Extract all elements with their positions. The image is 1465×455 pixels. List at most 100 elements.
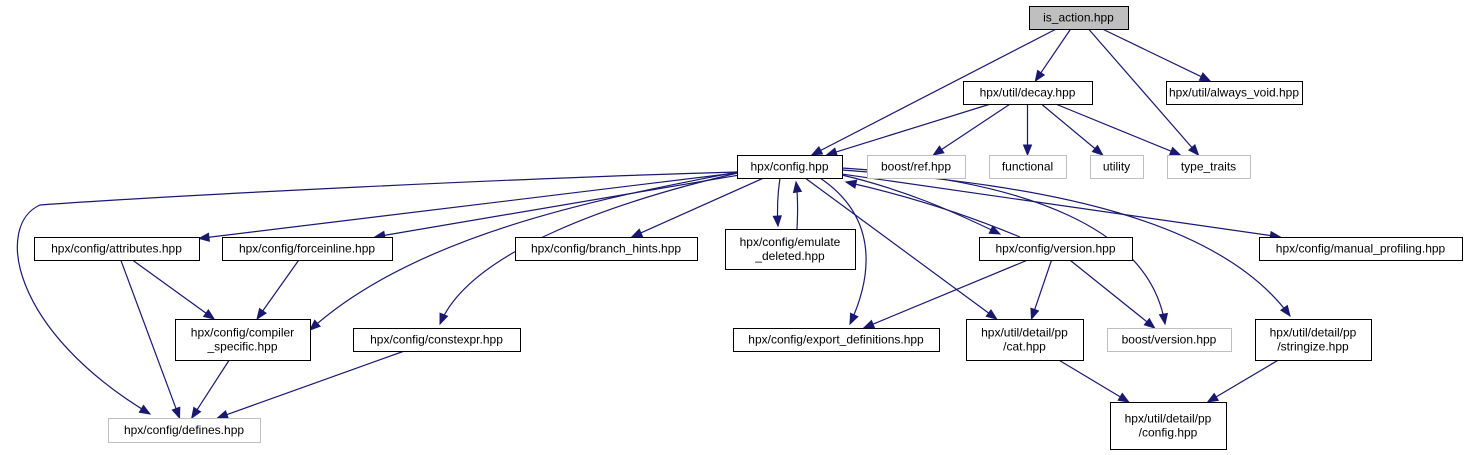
edge-config-to-export_definitions-line — [819, 177, 867, 325]
edge-decay-to-utility-arrowhead — [1091, 144, 1104, 156]
node-box — [725, 229, 856, 270]
node-always-void[interactable]: hpx/util/always_void.hpp — [1166, 81, 1303, 105]
node-branch-hints[interactable]: hpx/config/branch_hints.hpp — [515, 237, 698, 261]
edge-pp_stringize-to-pp_config-line — [1215, 359, 1279, 398]
edge-is_action-to-config-arrowhead — [810, 145, 824, 156]
edge-config-to-branch_hints-line — [639, 177, 765, 234]
edge-config-to-constexpr-line — [439, 171, 743, 325]
edge-config-to-attributes — [197, 172, 738, 242]
edge-config-to-defines-line — [16, 171, 738, 415]
node-utility[interactable]: utility — [1090, 155, 1144, 179]
edge-version-to-config-arrowhead — [844, 179, 858, 189]
node-label: boost/version.hpp — [1122, 333, 1217, 347]
node-version[interactable]: hpx/config/version.hpp — [979, 237, 1133, 261]
edge-version-to-export_definitions — [862, 259, 1028, 329]
edge-config-to-pp_cat-line — [804, 177, 990, 315]
node-label: /config.hpp — [1139, 426, 1198, 440]
edge-pp_cat-to-pp_config-arrowhead — [1117, 392, 1130, 403]
edge-decay-to-type_traits-arrowhead — [1168, 146, 1182, 156]
edge-decay-to-type_traits — [1055, 103, 1182, 156]
edge-pp_cat-to-pp_config-line — [1058, 359, 1122, 398]
edge-config-to-export_definitions-arrowhead — [849, 312, 859, 326]
edge-is_action-to-always_void-line — [1102, 28, 1203, 78]
node-label: hpx/util/always_void.hpp — [1169, 86, 1299, 100]
edge-decay-to-config — [825, 103, 991, 157]
node-pp-cat[interactable]: hpx/util/detail/pp/cat.hpp — [966, 319, 1084, 361]
edge-config-to-pp_stringize-arrowhead — [1279, 304, 1291, 318]
node-label: utility — [1103, 160, 1130, 174]
node-label: hpx/config/branch_hints.hpp — [531, 242, 681, 256]
node-box — [34, 237, 200, 261]
edge-config-to-forceinline-line — [383, 174, 738, 237]
edge-config-to-export_definitions — [819, 177, 867, 326]
edge-is_action-to-decay-arrowhead — [1034, 69, 1046, 83]
node-label: hpx/config/version.hpp — [995, 242, 1115, 256]
edge-decay-to-utility-line — [1040, 103, 1097, 150]
edge-config-to-emulate_deleted-arrowhead — [772, 215, 782, 228]
edge-pp_stringize-to-pp_config — [1206, 359, 1279, 403]
node-export-definitions[interactable]: hpx/config/export_definitions.hpp — [733, 328, 940, 352]
node-config[interactable]: hpx/config.hpp — [737, 155, 843, 179]
node-label: _deleted.hpp — [754, 249, 825, 263]
edge-constexpr-to-defines-arrowhead — [216, 409, 229, 419]
edge-decay-to-functional-arrowhead — [1022, 144, 1033, 157]
edge-config-to-compiler_specific-line — [309, 171, 738, 331]
edge-constexpr-to-defines — [216, 350, 405, 419]
node-label: hpx/config/constexpr.hpp — [370, 333, 503, 347]
node-box — [175, 319, 311, 361]
edge-config-to-branch_hints — [630, 177, 765, 238]
node-label: type_traits — [1181, 160, 1236, 174]
edge-config-to-manual_profiling-line — [841, 173, 1272, 237]
edge-decay-to-functional — [1022, 104, 1033, 157]
node-is-action[interactable]: is_action.hpp — [1029, 6, 1129, 30]
edge-version-to-config-line — [845, 181, 1021, 238]
edge-decay-to-boost_ref-arrowhead — [932, 145, 945, 156]
edge-is_action-to-always_void-arrowhead — [1198, 72, 1212, 82]
node-label: hpx/config/emulate — [740, 235, 841, 249]
edge-is_action-to-type_traits-arrowhead — [1187, 143, 1200, 157]
edge-config-to-defines — [16, 171, 738, 415]
edge-attributes-to-compiler_specific — [132, 259, 216, 320]
node-forceinline[interactable]: hpx/config/forceinline.hpp — [222, 237, 393, 261]
edge-decay-to-config-arrowhead — [825, 147, 838, 157]
node-type-traits[interactable]: type_traits — [1167, 155, 1251, 179]
edge-config-to-boost_version-arrowhead — [1158, 312, 1169, 326]
node-constexpr[interactable]: hpx/config/constexpr.hpp — [353, 328, 521, 352]
node-pp-config[interactable]: hpx/util/detail/pp/config.hpp — [1110, 402, 1227, 450]
edge-config-to-branch_hints-arrowhead — [630, 228, 644, 238]
edge-is_action-to-decay — [1034, 28, 1072, 83]
node-defines[interactable]: hpx/config/defines.hpp — [108, 418, 261, 443]
node-functional[interactable]: functional — [989, 155, 1067, 179]
node-decay[interactable]: hpx/util/decay.hpp — [963, 81, 1093, 105]
edge-version-to-pp_cat — [1030, 259, 1053, 321]
node-box — [737, 155, 843, 179]
edge-version-to-pp_cat-line — [1033, 259, 1053, 311]
node-box — [1029, 6, 1129, 30]
node-attributes[interactable]: hpx/config/attributes.hpp — [34, 237, 200, 261]
edge-emulate_deleted-to-config — [792, 180, 803, 230]
node-boost-version[interactable]: boost/version.hpp — [1107, 328, 1232, 352]
edge-compiler_specific-to-defines-arrowhead — [191, 406, 202, 420]
edge-attributes-to-compiler_specific-arrowhead — [202, 309, 216, 320]
edge-attributes-to-defines-line — [120, 259, 177, 410]
node-manual-profiling[interactable]: hpx/config/manual_profiling.hpp — [1259, 237, 1463, 261]
node-boost-ref[interactable]: boost/ref.hpp — [867, 155, 966, 179]
edge-version-to-boost_version — [1069, 259, 1156, 329]
node-label: _specific.hpp — [206, 340, 277, 354]
node-label: hpx/config/export_definitions.hpp — [748, 333, 924, 347]
node-box — [867, 155, 966, 179]
node-box — [979, 237, 1133, 261]
edge-decay-to-boost_ref-line — [940, 103, 1011, 151]
node-box — [353, 328, 521, 352]
node-label: hpx/util/detail/pp — [1125, 412, 1212, 426]
node-box — [1166, 81, 1303, 105]
node-label: hpx/util/detail/pp — [981, 326, 1068, 340]
edge-config-to-defines-arrowhead — [138, 404, 152, 415]
node-pp-stringize[interactable]: hpx/util/detail/pp/stringize.hpp — [1255, 319, 1372, 361]
node-compiler-specific[interactable]: hpx/config/compiler_specific.hpp — [175, 319, 311, 361]
node-emulate-deleted[interactable]: hpx/config/emulate_deleted.hpp — [725, 229, 856, 270]
edge-decay-to-config-line — [834, 103, 991, 153]
edge-config-to-version — [841, 174, 1002, 235]
edge-forceinline-to-compiler_specific — [256, 259, 300, 321]
edge-forceinline-to-compiler_specific-line — [261, 259, 300, 313]
